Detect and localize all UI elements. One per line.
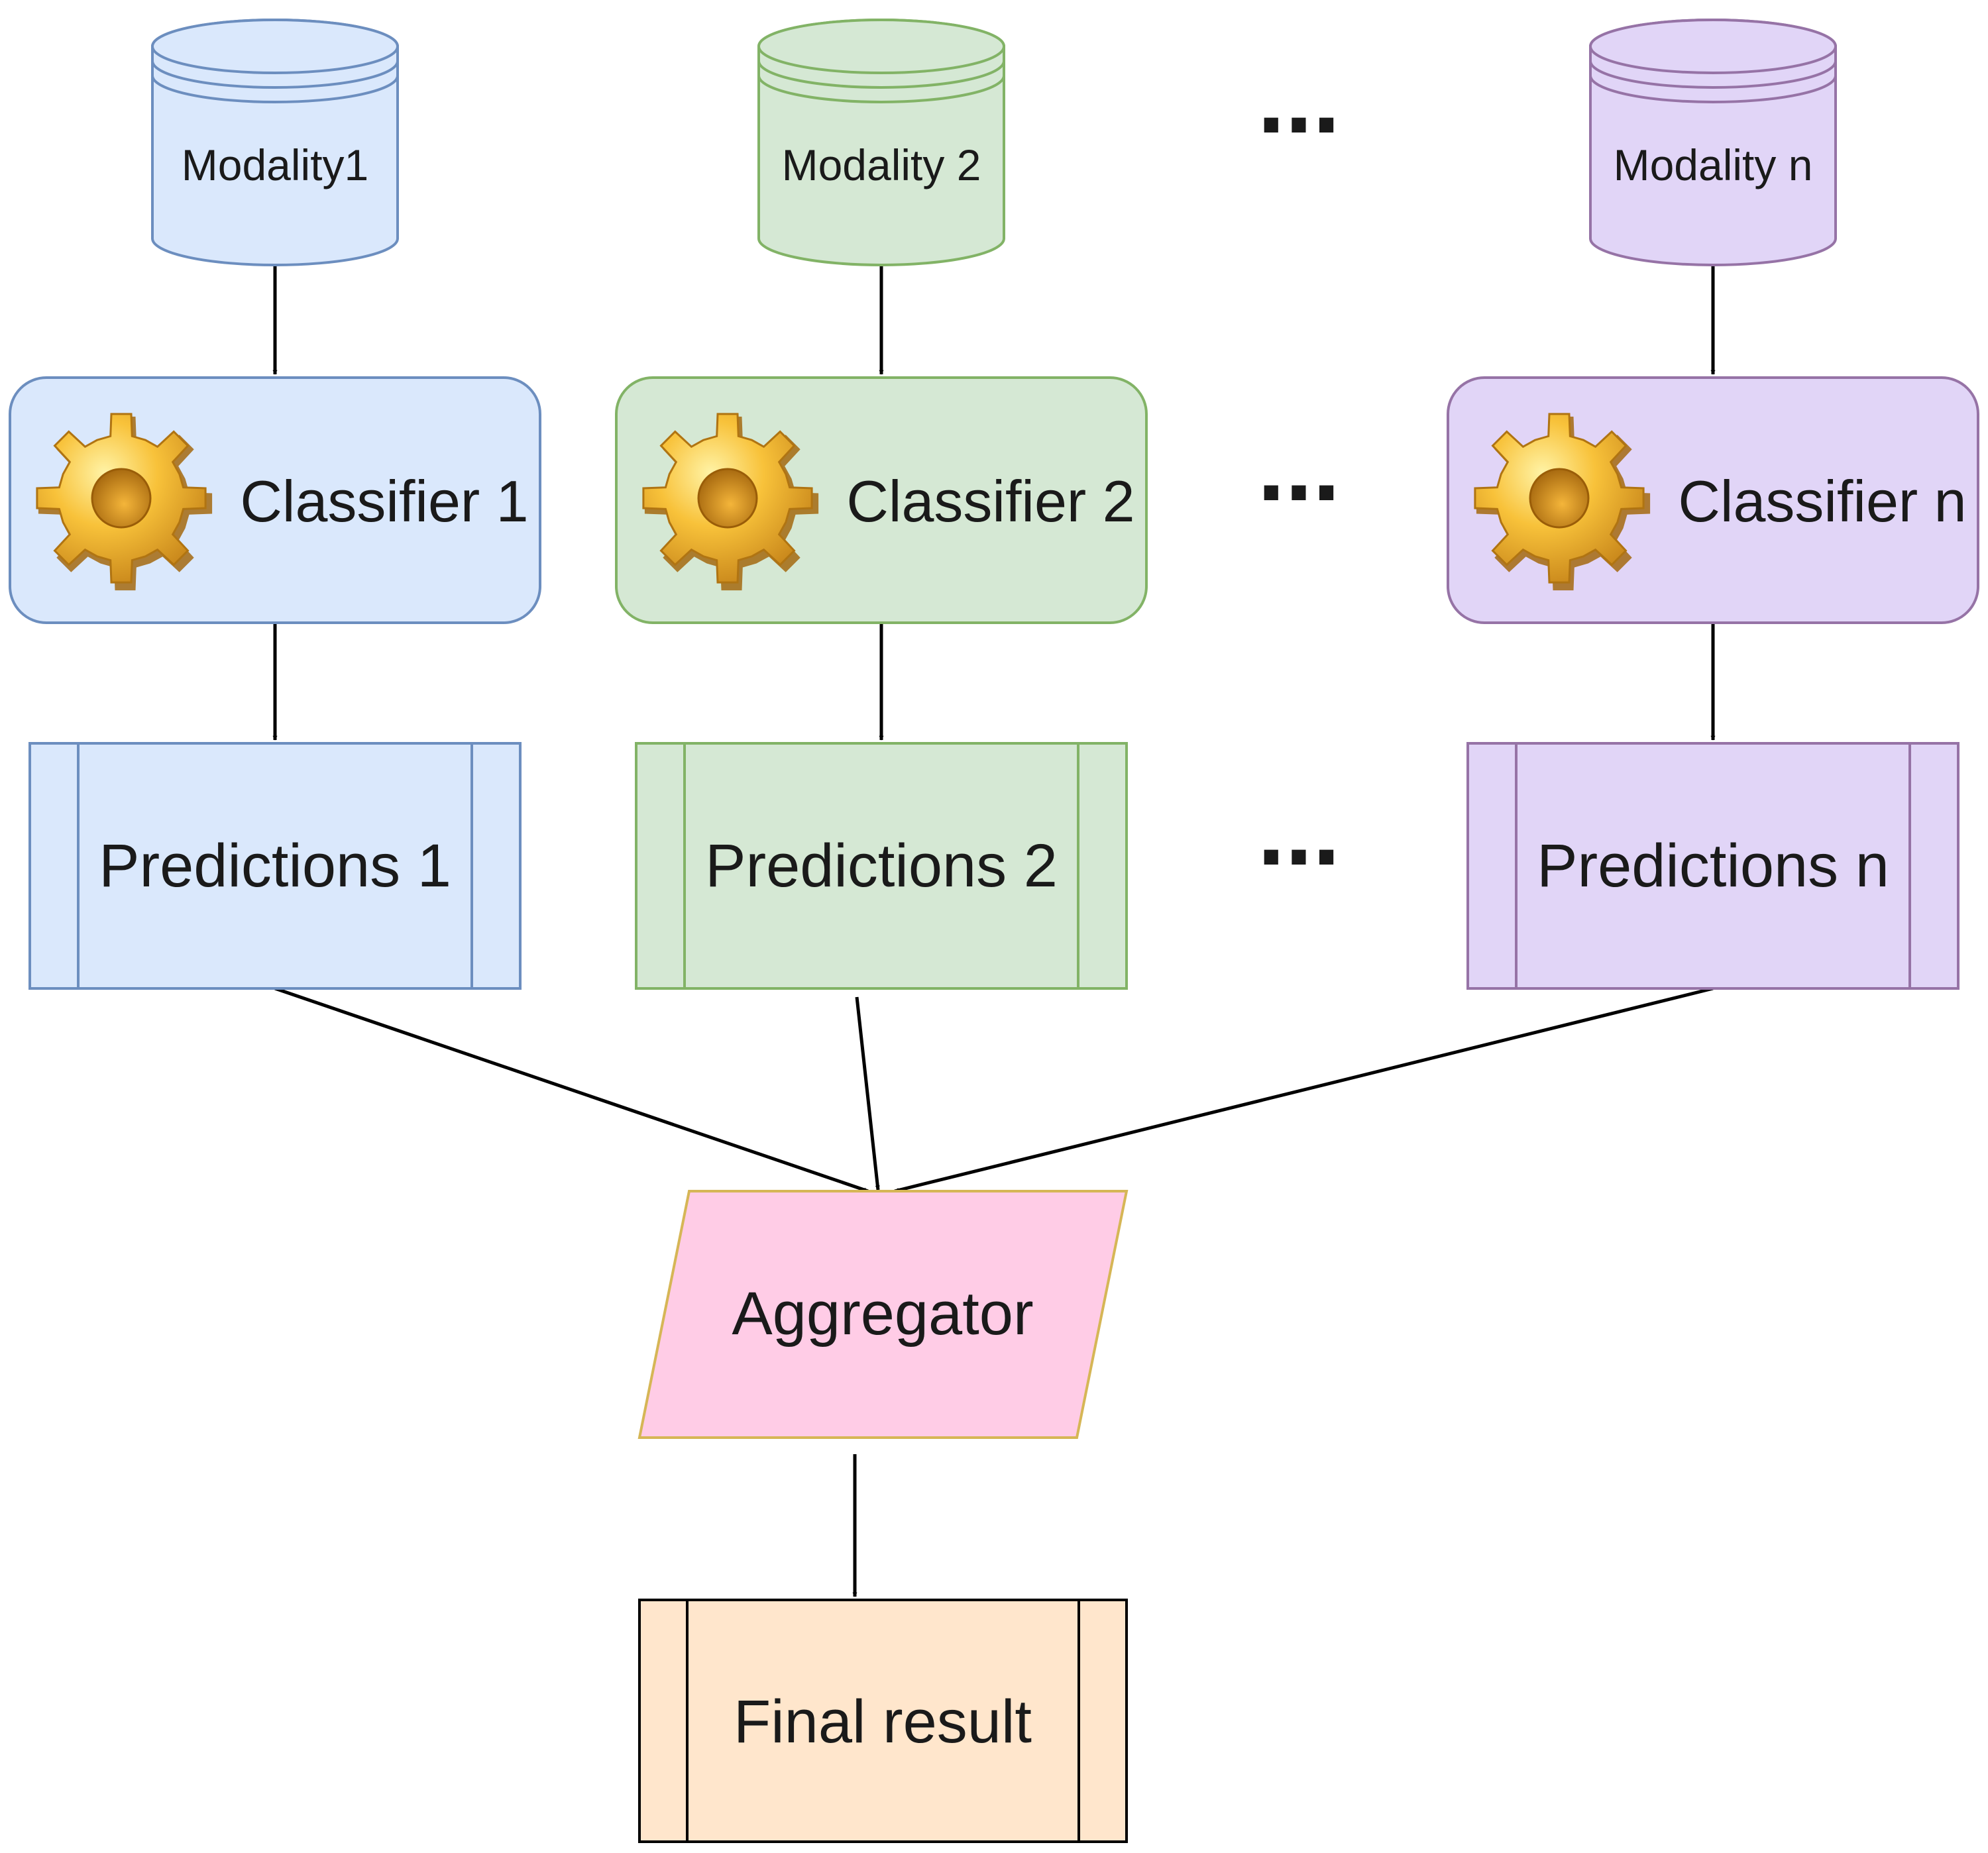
predictions-label-2: Predictions 2 bbox=[705, 832, 1058, 900]
classifier-label-2: Classifier 2 bbox=[846, 468, 1134, 534]
aggregator-shape bbox=[637, 1190, 1129, 1439]
final-result-label: Final result bbox=[734, 1688, 1032, 1756]
predictions-label-3: Predictions n bbox=[1537, 832, 1889, 900]
classifier-node-2: Classifier 2 bbox=[615, 376, 1148, 624]
ellipsis-modality: ... bbox=[1257, 42, 1340, 154]
classifier-node-1: Classifier 1 bbox=[9, 376, 541, 624]
final-result-node: Final result bbox=[638, 1599, 1128, 1843]
edge-predictions-to-aggregator-1 bbox=[274, 986, 869, 1193]
predictions-node-1: Predictions 1 bbox=[28, 742, 522, 990]
final-result-shape bbox=[638, 1599, 1128, 1843]
edge-predictions-to-aggregator-3 bbox=[894, 986, 1714, 1193]
modality-database-3: Modality n bbox=[1589, 19, 1837, 266]
modality-label-1: Modality1 bbox=[182, 140, 368, 189]
classifier-label-3: Classifier n bbox=[1678, 468, 1966, 534]
modality-label-3: Modality n bbox=[1614, 140, 1813, 189]
column-3: Modality n Classifier n Predictions n bbox=[1447, 19, 1979, 990]
gear-icon bbox=[1474, 413, 1651, 591]
aggregator-label: Aggregator bbox=[732, 1280, 1033, 1348]
classifier-node-3: Classifier n bbox=[1447, 376, 1979, 624]
predictions-node-3: Predictions n bbox=[1466, 742, 1960, 990]
aggregator-node: Aggregator bbox=[637, 1190, 1129, 1439]
modality-label-2: Modality 2 bbox=[782, 140, 981, 189]
ellipsis-predictions: ... bbox=[1257, 774, 1340, 886]
ellipsis-classifier: ... bbox=[1257, 410, 1340, 521]
edge-predictions-to-aggregator-2 bbox=[855, 996, 880, 1191]
edges bbox=[272, 255, 1716, 1597]
predictions-node-2: Predictions 2 bbox=[635, 742, 1128, 990]
gear-icon bbox=[36, 413, 213, 591]
predictions-label-1: Predictions 1 bbox=[99, 832, 451, 900]
modality-database-2: Modality 2 bbox=[757, 19, 1005, 266]
classifier-label-1: Classifier 1 bbox=[240, 468, 528, 534]
modality-database-1: Modality1 bbox=[151, 19, 399, 266]
gear-icon bbox=[642, 413, 819, 591]
column-2: Modality 2 Classifier 2 Predictions 2 bbox=[615, 19, 1148, 990]
